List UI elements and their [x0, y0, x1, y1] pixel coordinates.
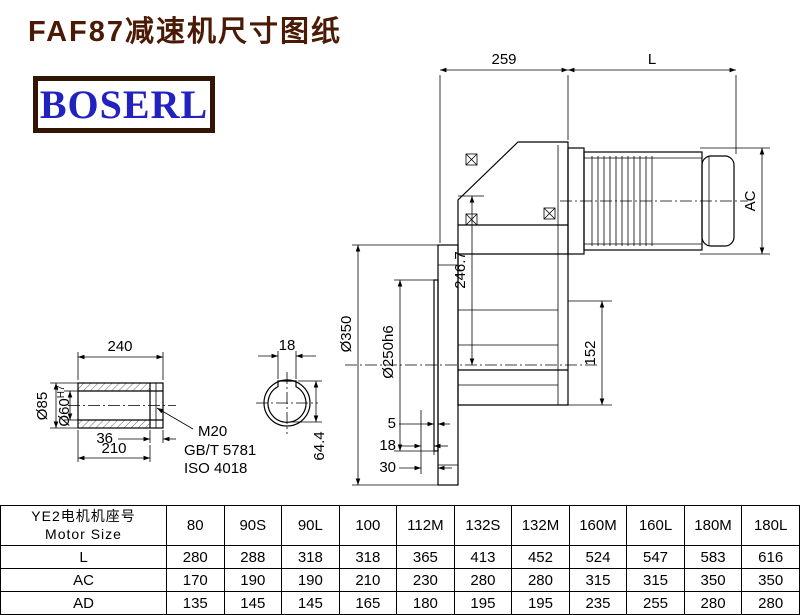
dim-246-7-label: 246.7	[452, 251, 469, 289]
dimension-value-cell: 616	[741, 545, 800, 569]
dimension-value-cell: 318	[281, 545, 340, 569]
corner-label-en: Motor Size	[45, 525, 122, 542]
page-title: FAF87减速机尺寸图纸	[28, 16, 343, 48]
motor-size-col-header: 132S	[453, 505, 513, 546]
bolt-icon	[543, 207, 556, 220]
dim-259-label: 259	[491, 51, 516, 68]
dimension-value-cell: 190	[223, 568, 283, 592]
dimension-value-cell: 180	[396, 591, 455, 615]
logo-text: BOSERL	[39, 81, 209, 127]
dim-240-label: 240	[107, 338, 132, 355]
dimension-value-cell: 350	[683, 568, 743, 592]
dimension-value-cell: 583	[683, 545, 743, 569]
dim-L-label: L	[648, 51, 656, 68]
dimension-value-cell: 195	[453, 591, 513, 615]
motor-size-col-header: 100	[338, 505, 398, 546]
corner-label-cn: YE2电机机座号	[31, 508, 136, 524]
motor-size-col-header: 90L	[281, 505, 340, 546]
main-view-dimensions: 259 L AC Ø350 Ø250h6 246.7	[338, 51, 770, 486]
dimension-value-cell: 365	[396, 545, 455, 569]
dim-5-label: 5	[388, 415, 396, 432]
bolt-icon	[465, 213, 478, 226]
dimension-value-cell: 135	[166, 591, 225, 615]
dim-64-4-label: 64.4	[311, 431, 328, 460]
technical-drawing: 259 L AC Ø350 Ø250h6 246.7	[34, 51, 770, 486]
dimension-value-cell: 280	[453, 568, 513, 592]
dimension-value-cell: 145	[281, 591, 340, 615]
dim-key-18-label: 18	[279, 337, 296, 354]
motor-size-col-header: 160M	[568, 505, 628, 546]
boserl-logo: BOSERL	[33, 76, 215, 133]
motor-size-corner-cell: YE2电机机座号 Motor Size	[0, 505, 167, 546]
dimension-row-label: AC	[0, 568, 167, 592]
main-view	[345, 141, 748, 486]
shaft-detail-view: 240 Ø85 Ø60H7 36 210 M20 G	[34, 338, 256, 477]
dimension-row-label: AD	[0, 591, 167, 615]
dim-210-label: 210	[101, 440, 126, 457]
dim-phi60H7-label: Ø60H7	[56, 385, 73, 427]
dimension-value-cell: 524	[568, 545, 628, 569]
dimension-value-cell: 165	[338, 591, 398, 615]
motor-size-col-header: 112M	[396, 505, 455, 546]
dimension-value-cell: 280	[741, 591, 800, 615]
dimension-value-cell: 280	[166, 545, 225, 569]
gearbox-housing-outline	[457, 141, 569, 406]
dimension-value-cell: 255	[626, 591, 685, 615]
bolt-icon	[465, 153, 478, 166]
standard-iso-label: ISO 4018	[184, 460, 247, 477]
dimension-value-cell: 170	[166, 568, 225, 592]
motor-size-col-header: 90S	[223, 505, 283, 546]
dimension-row-label: L	[0, 545, 167, 569]
dimension-value-cell: 288	[223, 545, 283, 569]
dimension-value-cell: 315	[626, 568, 685, 592]
dim-phi85-label: Ø85	[34, 392, 51, 420]
dim-18-label: 18	[379, 437, 396, 454]
dimension-value-cell: 547	[626, 545, 685, 569]
dimension-value-cell: 413	[453, 545, 513, 569]
dimension-value-cell: 350	[741, 568, 800, 592]
dimension-value-cell: 318	[338, 545, 398, 569]
dim-152-label: 152	[582, 340, 599, 365]
dim-AC-label: AC	[742, 190, 759, 211]
dimension-value-cell: 210	[338, 568, 398, 592]
output-flange	[433, 244, 459, 486]
motor-size-col-header: 80	[166, 505, 225, 546]
dimension-value-cell: 195	[511, 591, 570, 615]
dimension-value-cell: 145	[223, 591, 283, 615]
motor-size-col-header: 180M	[683, 505, 743, 546]
thread-callout-label: M20	[198, 423, 227, 440]
dim-phi350-label: Ø350	[338, 316, 355, 353]
standard-gb-label: GB/T 5781	[184, 442, 256, 459]
dimension-value-cell: 230	[396, 568, 455, 592]
dim-phi250h6-label: Ø250h6	[380, 325, 397, 378]
dimension-value-cell: 280	[683, 591, 743, 615]
dimension-value-cell: 280	[511, 568, 570, 592]
dimension-value-cell: 235	[568, 591, 628, 615]
dim-36-label: 36	[96, 430, 113, 447]
motor-size-col-header: 180L	[741, 505, 800, 546]
shaft-section-view: 18 64.4	[256, 337, 328, 461]
motor-size-col-header: 132M	[511, 505, 570, 546]
dimension-value-cell: 315	[568, 568, 628, 592]
dimension-value-cell: 190	[281, 568, 340, 592]
dim-30-label: 30	[379, 459, 396, 476]
motor-size-col-header: 160L	[626, 505, 685, 546]
dimension-value-cell: 452	[511, 545, 570, 569]
